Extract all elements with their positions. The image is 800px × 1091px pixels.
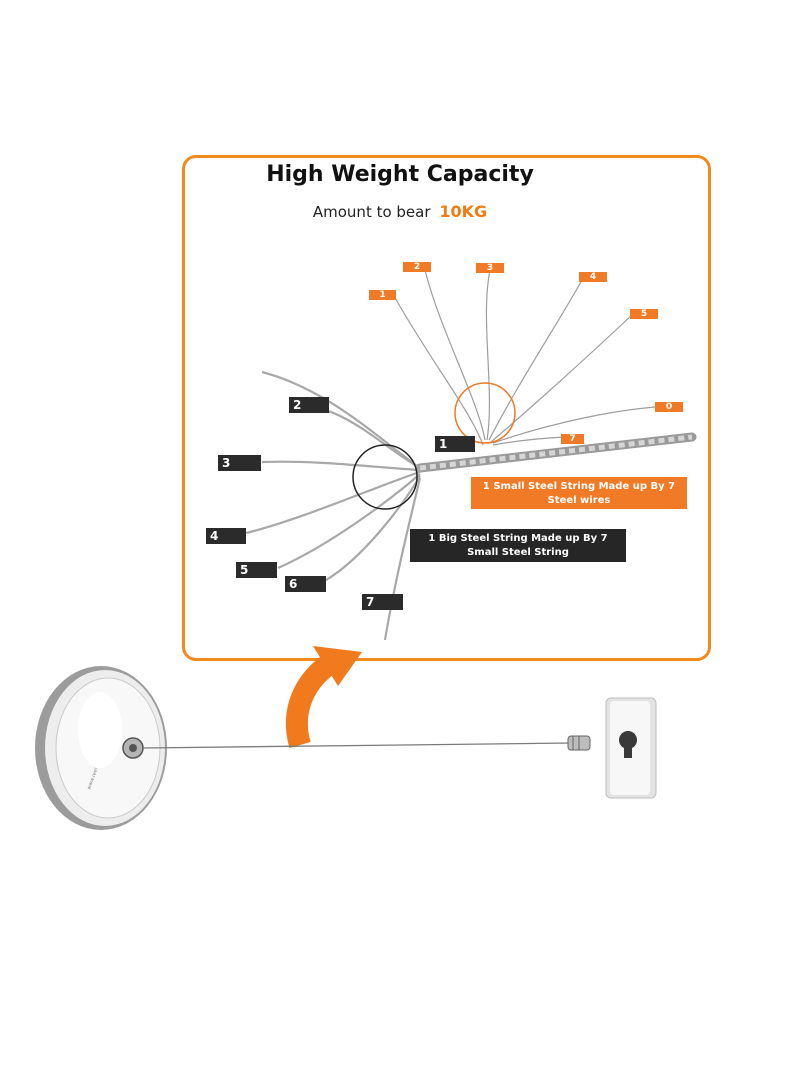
small-wire-label-6: 0: [655, 402, 683, 412]
panel-subtitle: Amount to bear 10KG: [0, 202, 800, 221]
small-wire-label-1: 1: [369, 290, 396, 300]
small-string-callout: 1 Small Steel String Made up By 7 Steel …: [471, 477, 687, 509]
big-string-callout: 1 Big Steel String Made up By 7 Small St…: [410, 529, 626, 562]
retractable-reel: www.reel: [35, 666, 167, 830]
small-wire-label-4: 4: [579, 272, 607, 282]
panel-title: High Weight Capacity: [266, 162, 534, 187]
small-wire-label-3: 3: [476, 263, 504, 273]
big-strand-label-7: 7: [362, 594, 403, 610]
big-strand-label-2: 2: [289, 397, 329, 413]
small-wire-label-7: 7: [561, 434, 584, 444]
subtitle-prefix: Amount to bear: [312, 203, 431, 221]
wall-hook-plate: [605, 697, 657, 799]
steel-cable: [415, 432, 697, 473]
big-strand-label-3: 3: [218, 455, 261, 471]
big-strand-focus-circle: [352, 444, 418, 510]
big-strand-label-1: 1: [435, 436, 475, 452]
big-strand-label-5: 5: [236, 562, 277, 578]
small-wire-label-2: 2: [403, 262, 431, 272]
small-wires: [393, 269, 656, 446]
clothesline-wire: [142, 742, 573, 749]
wire-end-fitting: [567, 735, 591, 751]
big-strand-label-4: 4: [206, 528, 246, 544]
big-strand-label-6: 6: [285, 576, 326, 592]
small-wire-label-5: 5: [630, 309, 658, 319]
capacity-value: 10KG: [439, 202, 488, 221]
curved-arrow-icon: [285, 646, 362, 749]
small-wire-focus-circle: [454, 382, 516, 444]
